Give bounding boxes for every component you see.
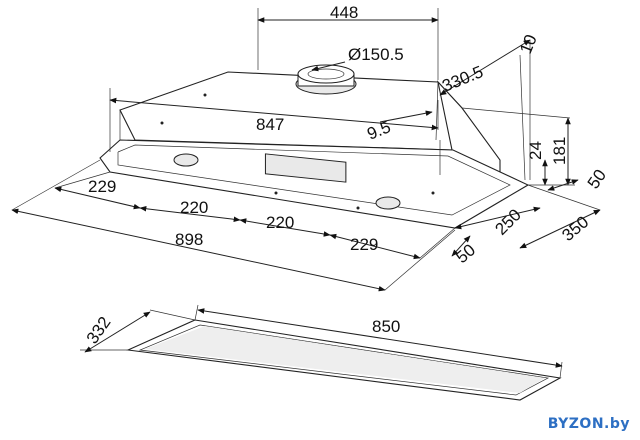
dim-448: 448 [330, 3, 358, 22]
dim-332: 332 [83, 313, 115, 347]
dim-850: 850 [372, 317, 400, 336]
dim-duct-diameter: Ø150.5 [348, 45, 404, 64]
watermark-logo: BYZON.by [547, 416, 630, 432]
dim-10: 10 [516, 32, 541, 57]
dim-350: 350 [558, 212, 592, 245]
hood-body [99, 64, 530, 229]
dim-181: 181 [550, 137, 569, 165]
dim-229-left: 229 [88, 177, 116, 196]
dim-220-a: 220 [180, 198, 208, 217]
cutout-template [80, 304, 563, 401]
dim-847: 847 [256, 115, 284, 134]
dim-330-5: 330.5 [439, 62, 486, 96]
dim-898: 898 [175, 230, 203, 249]
dim-229-right: 229 [350, 235, 378, 254]
control-panel [264, 153, 347, 183]
housing-top [119, 71, 463, 151]
dim-24: 24 [526, 141, 545, 160]
dimension-lines [11, 8, 601, 292]
lamp-right-icon [375, 196, 401, 210]
dim-50-side: 50 [584, 166, 610, 192]
lamp-left-icon [173, 153, 199, 167]
dim-220-b: 220 [266, 213, 294, 232]
dim-250: 250 [491, 205, 524, 238]
dim-50-bottom: 50 [452, 240, 479, 267]
